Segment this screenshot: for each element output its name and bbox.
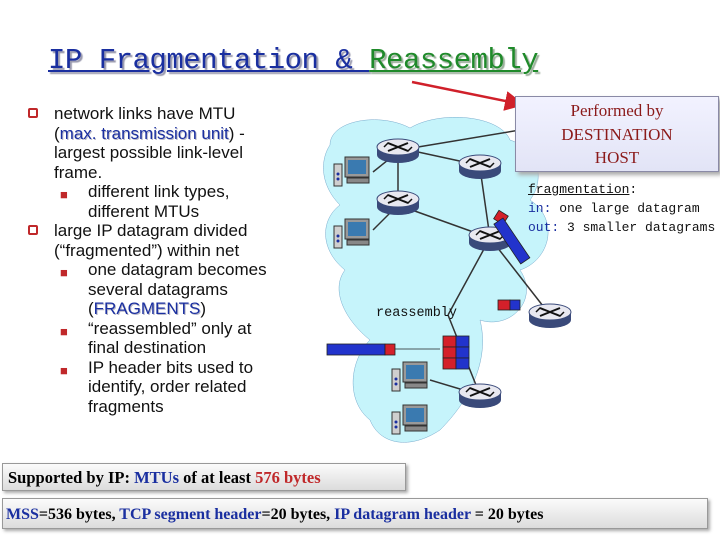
large-datagram bbox=[493, 209, 531, 265]
fragments-term: FRAGMENTS bbox=[93, 299, 201, 318]
router-icon bbox=[528, 303, 572, 329]
fragmentation-label: fragmentation: in: one large datagram ou… bbox=[528, 182, 716, 235]
page-title: IP Fragmentation & Reassembly bbox=[48, 44, 539, 77]
m-bullet-icon: ■ bbox=[60, 362, 68, 378]
sub-bullet-item: ■ one datagram becomes several datagrams… bbox=[60, 260, 267, 318]
fragment-stack bbox=[442, 335, 470, 370]
router-icon bbox=[458, 154, 502, 180]
mss-box: MSS=536 bytes, TCP segment header=20 byt… bbox=[2, 498, 708, 529]
mtu-term: max. transmission unit bbox=[59, 123, 229, 143]
support-box: Supported by IP: MTUs of at least 576 by… bbox=[2, 463, 406, 491]
square-bullet-icon bbox=[28, 225, 38, 235]
m-bullet-icon: ■ bbox=[60, 323, 68, 339]
m-bullet-icon: ■ bbox=[60, 187, 68, 202]
red-arrow bbox=[411, 80, 525, 111]
bullet-item: network links have MTU (max. transmissio… bbox=[28, 104, 328, 182]
sub-bullet-item: ■ IP header bits used to identify, order… bbox=[60, 357, 254, 416]
fragment bbox=[497, 299, 521, 311]
router-icon bbox=[376, 138, 420, 164]
square-bullet-icon bbox=[28, 108, 38, 118]
sub-bullet-item: ■ different link types, different MTUs bbox=[60, 182, 230, 221]
reassembly-label: reassembly bbox=[376, 306, 458, 321]
title-part-fragmentation: IP Fragmentation & bbox=[48, 44, 370, 77]
bullet-item: large IP datagram divided (“fragmented”)… bbox=[28, 221, 328, 260]
router-icon bbox=[376, 190, 420, 216]
bullet-list: network links have MTU (max. transmissio… bbox=[28, 104, 328, 416]
router-icon bbox=[458, 383, 502, 409]
destination-host-callout: Performed by DESTINATION HOST bbox=[515, 96, 719, 172]
reassembled-datagram bbox=[326, 343, 440, 356]
sub-bullet-item: ■ “reassembled” only at final destinatio… bbox=[60, 318, 252, 358]
m-bullet-icon: ■ bbox=[60, 265, 68, 280]
title-part-reassembly: Reassembly bbox=[369, 44, 539, 77]
